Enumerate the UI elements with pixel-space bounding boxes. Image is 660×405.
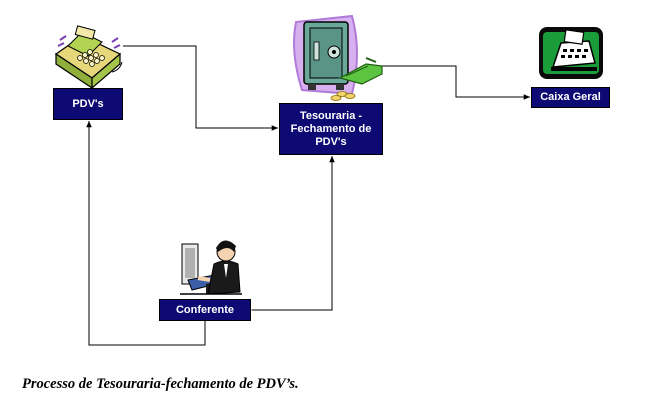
connector-pdv-to-tesouraria bbox=[123, 45, 278, 131]
node-tesouraria[interactable]: Tesouraria - Fechamento de PDV's bbox=[279, 103, 383, 155]
node-caixa-geral[interactable]: Caixa Geral bbox=[531, 87, 610, 108]
node-conferente[interactable]: Conferente bbox=[159, 299, 251, 321]
diagram-caption: Processo de Tesouraria-fechamento de PDV… bbox=[22, 376, 299, 392]
connector-conferente-tesouraria bbox=[245, 156, 335, 313]
node-tesouraria-label: Tesouraria - Fechamento de PDV's bbox=[290, 109, 372, 148]
connector-tesouraria-to-caixa-geral bbox=[380, 65, 530, 100]
node-pdv[interactable]: PDV's bbox=[53, 88, 123, 120]
node-pdv-label: PDV's bbox=[72, 97, 104, 110]
connector-conferente-to-pdv bbox=[86, 121, 206, 346]
node-conferente-label: Conferente bbox=[175, 303, 235, 316]
node-caixa-geral-label: Caixa Geral bbox=[540, 91, 601, 103]
